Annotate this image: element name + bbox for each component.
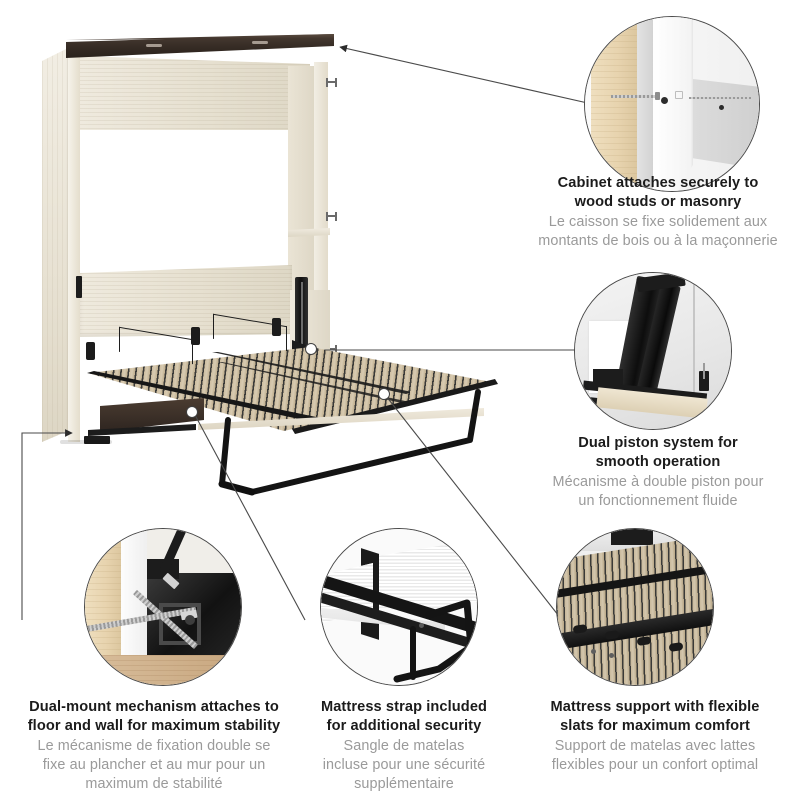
bolt-hole-right [719, 105, 724, 110]
slat-rail-bolt-1 [591, 649, 596, 654]
mount-square-tube [159, 603, 201, 645]
headboard-hinge-icon [76, 276, 82, 298]
bed-head-post-right [272, 318, 281, 336]
callout-dot-slat-support [378, 388, 390, 400]
callout-circle-dual-piston [574, 272, 732, 430]
cabinet-base-shadow [60, 440, 112, 444]
cabinet-left-side-panel [42, 47, 70, 442]
slat-back-hardware [611, 529, 653, 545]
stud-screw-head [655, 92, 660, 100]
piston-wall-seam [693, 273, 695, 429]
cabinet-interior-opening [80, 130, 290, 270]
callout-circle-slat-support [556, 528, 714, 686]
cabinet-hinge-upper-icon [326, 78, 337, 87]
dual-piston-rod [301, 282, 303, 344]
wood-stud [591, 17, 637, 191]
product-illustration [0, 0, 540, 540]
bed-headboard-panel [80, 265, 292, 337]
slat-support-photo [557, 529, 713, 685]
cabinet-right-outer-edge [314, 62, 328, 297]
cabinet-panel-white [653, 17, 693, 191]
mattress-strap-photo [321, 529, 477, 685]
callout-circle-wall-mount [584, 16, 760, 192]
panel-marking [675, 91, 683, 99]
cabinet-right-interior-panel [288, 66, 314, 296]
drywall-edge [637, 17, 653, 191]
dual-mount-photo [85, 529, 241, 685]
callout-circle-dual-mount [84, 528, 242, 686]
piston-right-screw [703, 363, 705, 379]
bed-folding-leg [218, 389, 481, 496]
cabinet-left-front-stile [68, 42, 80, 442]
wall-mount-photo [585, 17, 759, 191]
bed-head-post-left [86, 342, 95, 360]
mattress-frame-leg [393, 599, 475, 683]
dual-piston-photo [575, 273, 731, 429]
floor-mount-bracket [84, 436, 110, 444]
slat-rail-bolt-2 [609, 653, 614, 658]
cabinet-hinge-middle-icon [326, 212, 337, 221]
cabinet-back-panel-grey [693, 79, 759, 169]
cabinet-top-front-edge [66, 34, 334, 40]
mount-wood-wall [85, 529, 121, 655]
panel-screw [689, 97, 751, 100]
bolt-hole-left [661, 97, 668, 104]
callout-circle-mattress-strap [320, 528, 478, 686]
mount-floor [85, 655, 241, 685]
mount-bolt [185, 615, 195, 625]
bed-head-post-mid [191, 327, 200, 345]
frame-rail-bolt [419, 623, 424, 628]
top-reflection-right [252, 41, 268, 44]
callout-dot-mattress-strap [186, 406, 198, 418]
cabinet-inner-cleat [288, 228, 330, 237]
piston-right-bracket [699, 371, 709, 391]
stud-screw [611, 95, 657, 98]
cabinet-interior-back-panel [80, 56, 310, 134]
top-reflection-left [146, 44, 162, 47]
callout-dot-dual-piston [305, 343, 317, 355]
